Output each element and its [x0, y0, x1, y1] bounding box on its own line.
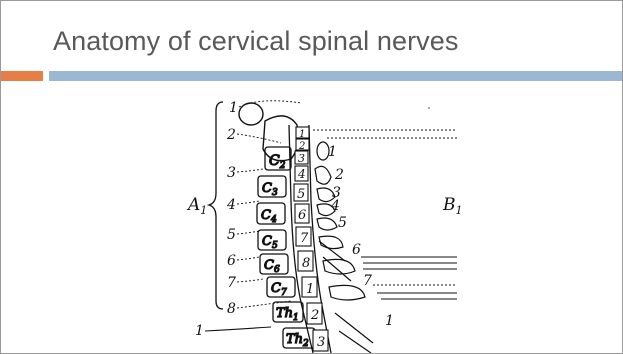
left-number: 8 — [227, 301, 236, 317]
left-number: 3 — [227, 165, 236, 181]
svg-text:C5: C5 — [262, 234, 278, 251]
svg-text:1: 1 — [299, 129, 305, 140]
right-number: 7 — [363, 273, 372, 289]
title-rule — [49, 71, 622, 81]
svg-text:7: 7 — [300, 231, 309, 246]
accent-bar — [1, 71, 43, 81]
left-number: 4 — [226, 197, 236, 213]
svg-text:3: 3 — [298, 152, 305, 165]
nerve-line-bottom — [205, 327, 271, 331]
svg-text:1: 1 — [306, 282, 314, 297]
right-number: 2 — [334, 167, 344, 183]
svg-text:C3: C3 — [262, 181, 278, 198]
slide-title: Anatomy of cervical spinal nerves — [53, 26, 458, 57]
svg-text:C4: C4 — [261, 208, 277, 225]
left-number: 2 — [226, 127, 236, 143]
svg-text:Th1: Th1 — [276, 306, 299, 323]
svg-text:C7: C7 — [271, 281, 287, 298]
group-label-a: A1 — [186, 195, 207, 217]
left-number: 1 — [229, 100, 238, 116]
left-number: 1 — [195, 323, 204, 339]
left-number: 6 — [227, 253, 236, 269]
svg-text:Th2: Th2 — [286, 332, 309, 349]
posterior-elements — [315, 142, 373, 353]
svg-text:2: 2 — [310, 308, 319, 323]
right-number: 4 — [330, 198, 340, 214]
svg-text:C6: C6 — [264, 258, 280, 275]
right-number: 6 — [352, 242, 361, 258]
svg-text:6: 6 — [298, 208, 306, 223]
svg-text:8: 8 — [302, 256, 310, 271]
anatomy-illustration: A1 1 2 3 4 5 6 7 8 1 — [1, 81, 622, 353]
cervical-nerves-figure: A1 1 2 3 4 5 6 7 8 1 — [1, 81, 622, 353]
right-number: 1 — [385, 313, 394, 329]
group-label-b: B1 — [442, 195, 463, 217]
svg-text:2: 2 — [298, 141, 305, 152]
right-number: 5 — [338, 215, 347, 231]
svg-text:C2: C2 — [269, 153, 286, 171]
left-number: 5 — [227, 227, 236, 243]
left-number: 7 — [227, 275, 236, 291]
svg-text:3: 3 — [317, 335, 325, 350]
left-brace — [209, 102, 223, 309]
right-number: 1 — [328, 144, 337, 160]
atlas-outline — [239, 103, 263, 125]
svg-text:4: 4 — [297, 167, 306, 181]
svg-text:5: 5 — [297, 187, 305, 202]
